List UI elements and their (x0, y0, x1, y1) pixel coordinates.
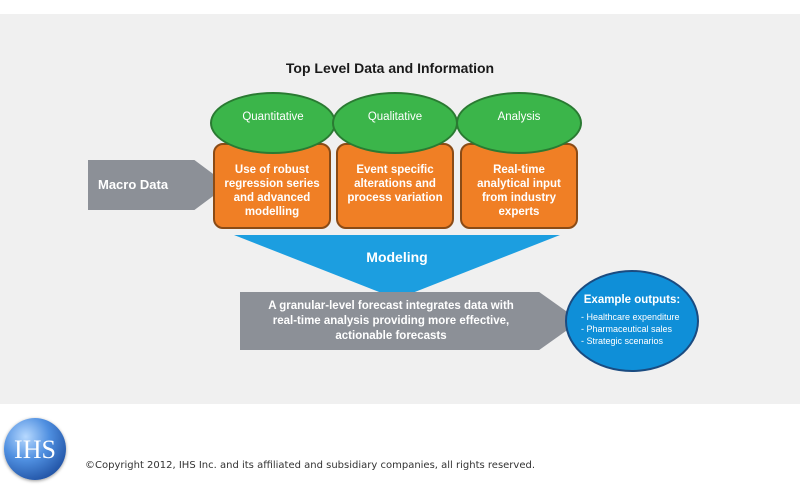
qualitative-label: Qualitative (367, 111, 423, 123)
macro-data-label: Macro Data (98, 177, 169, 192)
ihs-logo: IHS (4, 418, 66, 480)
modeling-label: Modeling (366, 249, 428, 265)
quantitative-text: Use of robust regression series and adva… (224, 164, 320, 218)
forecast-text: A granular-level forecast integrates dat… (268, 300, 514, 342)
example-outputs-ellipse: Example outputs: - Healthcare expenditur… (565, 270, 699, 372)
example-outputs-list: - Healthcare expenditure - Pharmaceutica… (581, 311, 680, 347)
forecast-arrow: A granular-level forecast integrates dat… (240, 292, 580, 350)
output-item: - Healthcare expenditure (581, 312, 680, 322)
output-item: - Pharmaceutical sales (581, 324, 673, 334)
analysis-text: Real-time analytical input from industry… (477, 164, 561, 218)
ihs-logo-text: IHS (14, 435, 56, 464)
qualitative-oval: Qualitative (332, 92, 458, 154)
qualitative-box: Event specific alterations and process v… (336, 143, 454, 229)
quantitative-box: Use of robust regression series and adva… (213, 143, 331, 229)
qualitative-text: Event specific alterations and process v… (347, 164, 443, 204)
quantitative-label: Quantitative (242, 111, 304, 123)
copyright-notice: ©Copyright 2012, IHS Inc. and its affili… (85, 460, 536, 471)
analysis-oval: Analysis (456, 92, 582, 154)
example-outputs-heading: Example outputs: (583, 294, 681, 306)
quantitative-oval: Quantitative (210, 92, 336, 154)
analysis-label: Analysis (497, 111, 541, 123)
output-item: - Strategic scenarios (581, 336, 664, 346)
analysis-box: Real-time analytical input from industry… (460, 143, 578, 229)
macro-data-arrow: Macro Data (88, 160, 228, 210)
diagram-title: Top Level Data and Information (285, 60, 495, 76)
